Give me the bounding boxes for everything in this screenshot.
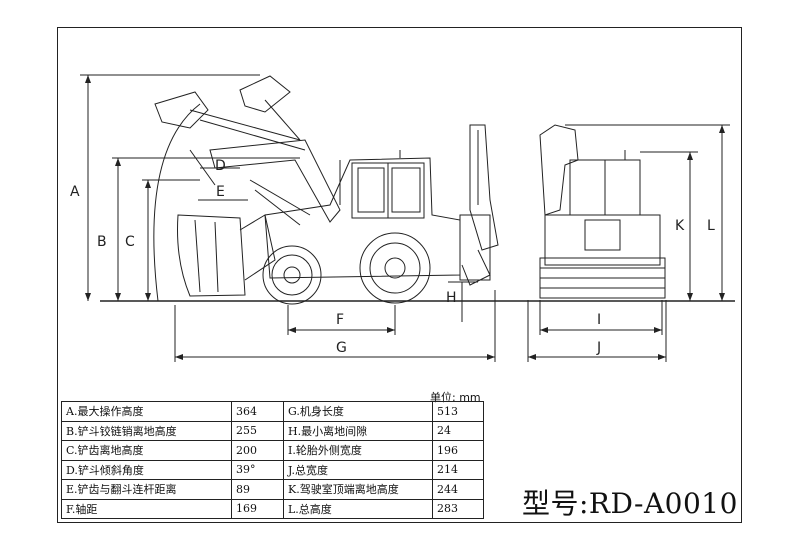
dim-label-i: I [597, 312, 601, 328]
front-wheel [262, 245, 322, 305]
spec-label: F.轴距 [61, 498, 232, 519]
spec-value: 255 [231, 420, 284, 441]
spec-label: D.铲斗倾斜角度 [61, 459, 232, 480]
dim-label-h: H [446, 290, 457, 306]
dim-label-k: K [675, 218, 685, 234]
spec-value: 89 [231, 479, 284, 500]
loader-arm [209, 139, 341, 226]
spec-label: E.铲齿与翻斗连杆距离 [61, 479, 232, 500]
dim-label-e: E [216, 184, 225, 200]
spec-label: J.总宽度 [283, 459, 433, 480]
raised-bucket [154, 75, 306, 151]
loader-body [264, 150, 461, 279]
spec-value: 244 [432, 479, 484, 500]
technical-drawing: A B C D E F G H I J K L [70, 74, 735, 362]
spec-label: L.总高度 [283, 498, 433, 519]
spec-label: B.铲斗铰链销离地高度 [61, 420, 232, 441]
drawing-frame [57, 27, 742, 523]
spec-value: 200 [231, 440, 284, 461]
unit-label: 单位: mm [430, 391, 481, 404]
spec-label: H.最小离地间隙 [283, 420, 433, 441]
spec-label: C.铲齿离地高度 [61, 440, 232, 461]
model-number: 型号:RD-A0010 [522, 487, 738, 520]
spec-value: 214 [432, 459, 484, 480]
backhoe-arm [459, 124, 499, 286]
dim-label-g: G [336, 340, 347, 356]
spec-value: 513 [432, 401, 484, 422]
spec-label: A.最大操作高度 [61, 401, 232, 422]
spec-label: K.驾驶室顶端离地高度 [283, 479, 433, 500]
bucket-arc [153, 103, 201, 302]
spec-value: 169 [231, 498, 284, 519]
lowered-bucket [177, 214, 276, 297]
spec-value: 364 [231, 401, 284, 422]
spec-value: 283 [432, 498, 484, 519]
dim-label-f: F [336, 312, 344, 328]
dim-label-l: L [707, 218, 715, 234]
dim-label-j: J [596, 340, 601, 356]
spec-value: 39° [231, 459, 284, 480]
spec-value: 196 [432, 440, 484, 461]
dim-label-a: A [70, 184, 80, 200]
dim-label-d: D [215, 158, 226, 174]
spec-value: 24 [432, 420, 484, 441]
spec-label: I.轮胎外侧宽度 [283, 440, 433, 461]
front-view-vehicle [539, 124, 666, 299]
dim-label-c: C [125, 234, 135, 250]
rear-wheel [359, 232, 431, 304]
spec-label: G.机身长度 [283, 401, 433, 422]
dim-label-b: B [97, 234, 107, 250]
